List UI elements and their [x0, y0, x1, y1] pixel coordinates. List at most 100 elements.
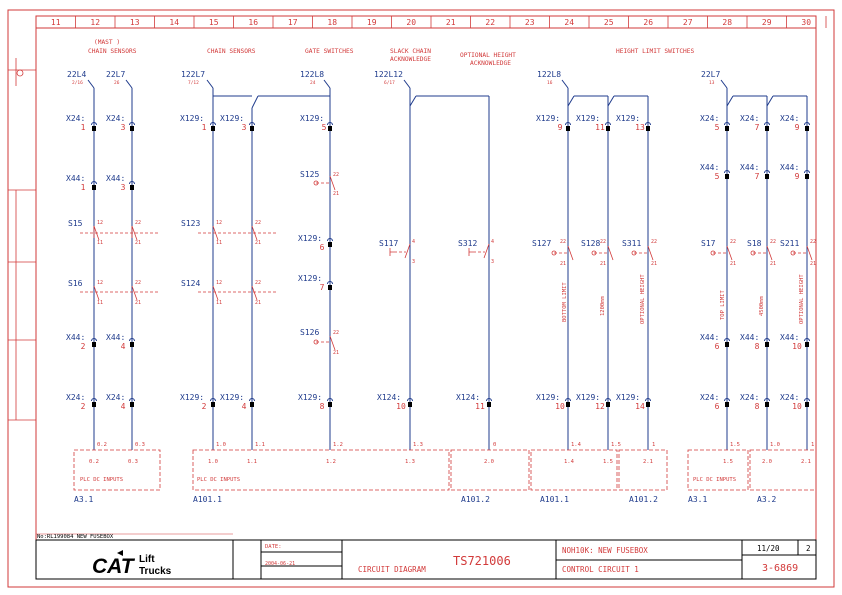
plc-input-number: 0.3: [135, 442, 145, 448]
switch-label: S311: [622, 239, 641, 248]
connector-pin-number: 14: [635, 402, 645, 411]
connector-pin-number: 7: [320, 283, 325, 292]
column-number: 13: [130, 18, 140, 27]
group-title-height-limit: HEIGHT LIMIT SWITCHES: [616, 48, 695, 55]
connector-pin-number: 9: [558, 123, 563, 132]
plc-input-number: 2.1: [643, 459, 653, 465]
group-title-mast: (MAST ): [94, 39, 120, 46]
switch-label: S211: [780, 239, 799, 248]
connector-pin-number: 4: [121, 342, 126, 351]
wire-label: 122L12: [374, 70, 403, 79]
column-number: 25: [604, 18, 614, 27]
connector-pin-arc: [249, 122, 255, 126]
connector-pin-body: [725, 174, 729, 179]
terminal-number: 22: [135, 220, 141, 226]
connector-pin-arc: [407, 398, 413, 402]
connector-pin-arc: [129, 122, 135, 126]
wire-label: 22L4: [67, 70, 86, 79]
connector-pin-number: 6: [320, 243, 325, 252]
connector-pin-arc: [645, 398, 651, 402]
connector-label: X129:: [536, 114, 560, 123]
connector-pin-number: 11: [595, 123, 605, 132]
connector-pin-body: [646, 402, 650, 407]
connector-label: X44:: [66, 333, 85, 342]
vertical-label-optional-height: OPTIONAL HEIGHT: [640, 274, 646, 324]
actuator-circles: [313, 180, 796, 345]
connector-pin-body: [606, 126, 610, 131]
connector-label: X24:: [740, 393, 759, 402]
connector-pin-arc: [764, 398, 770, 402]
wire-ref: 7/12: [188, 80, 199, 86]
connector-pin-number: 10: [555, 402, 565, 411]
switch-label: S16: [68, 279, 83, 288]
terminal-number: 22: [333, 330, 339, 336]
connector-pin-body: [725, 342, 729, 347]
terminal-number: 4: [491, 239, 494, 245]
wire-label: 22L7: [701, 70, 720, 79]
connector-pin-number: 5: [715, 172, 720, 181]
connector-label: X129:: [180, 114, 204, 123]
connector-pin-arc: [327, 238, 333, 242]
connector-pin-number: 8: [755, 402, 760, 411]
plc-input-number: 1.5: [723, 459, 733, 465]
plc-input-number: 1.2: [326, 459, 336, 465]
connector-pin-arc: [565, 398, 571, 402]
connector-pin-number: 6: [715, 402, 720, 411]
connector-pin-number: 4: [121, 402, 126, 411]
connector-pin-arc: [764, 122, 770, 126]
connector-pin-number: 1: [81, 183, 86, 192]
terminal-number: 3: [491, 259, 494, 265]
terminal-number: 3: [412, 259, 415, 265]
connector-pin-number: 8: [320, 402, 325, 411]
connector-pin-arc: [804, 338, 810, 342]
module-label: A3.1: [74, 495, 93, 504]
connector-label: X24:: [780, 114, 799, 123]
connector-pin-arc: [605, 398, 611, 402]
connector-pin-number: 3: [121, 183, 126, 192]
plc-input-number: 0: [493, 442, 496, 448]
plc-input-number: 0.3: [128, 459, 138, 465]
wire-ref: 26: [114, 80, 120, 86]
connector-pin-arc: [486, 398, 492, 402]
connector-pin-number: 1: [202, 123, 207, 132]
part-number: 3-6869: [762, 563, 798, 574]
terminal-number: 11: [97, 240, 103, 246]
connector-pin-number: 2: [81, 402, 86, 411]
terminal-number: 12: [97, 220, 103, 226]
column-number: 23: [525, 18, 535, 27]
connector-label: X124:: [377, 393, 401, 402]
connector-pin-number: 7: [755, 172, 760, 181]
switch-contacts: [80, 175, 813, 351]
connector-label: X24:: [66, 393, 85, 402]
column-number: 20: [406, 18, 416, 27]
plc-inputs-label: PLC DC INPUTS: [197, 477, 240, 483]
vertical-label-1200mm: 1200mm: [600, 295, 606, 316]
module-label: A101.2: [629, 495, 658, 504]
connector-pin-body: [92, 342, 96, 347]
module-label: A3.2: [757, 495, 776, 504]
plc-input-number: 1.2: [333, 442, 343, 448]
wire-label: 122L8: [300, 70, 324, 79]
terminal-numbers: 1211222112112221121122211211222122212221…: [97, 172, 816, 356]
plc-inputs-label: PLC DC INPUTS: [693, 477, 736, 483]
connector-pin-number: 9: [795, 123, 800, 132]
connector-pin-arc: [724, 398, 730, 402]
terminal-number: 21: [770, 261, 776, 267]
connector-label: X44:: [700, 333, 719, 342]
wiring: [87, 79, 808, 450]
svg-text:Lift: Lift: [139, 554, 155, 565]
plc-input-boxes: [73, 449, 817, 491]
vertical-label-optional-height-2: OPTIONAL HEIGHT: [799, 274, 805, 324]
plc-input-number: 1.5: [603, 459, 613, 465]
connector-label: X44:: [66, 174, 85, 183]
switch-label: S17: [701, 239, 716, 248]
wire-label: 122L7: [181, 70, 205, 79]
column-number: 15: [209, 18, 219, 27]
connector-pin-number: 2: [81, 342, 86, 351]
module-label: A101.2: [461, 495, 490, 504]
connector-pin-arc: [327, 122, 333, 126]
date-label: DATE:: [265, 544, 282, 550]
column-number: 11: [51, 18, 61, 27]
connector-pin-body: [211, 402, 215, 407]
connector-label: X24:: [66, 114, 85, 123]
